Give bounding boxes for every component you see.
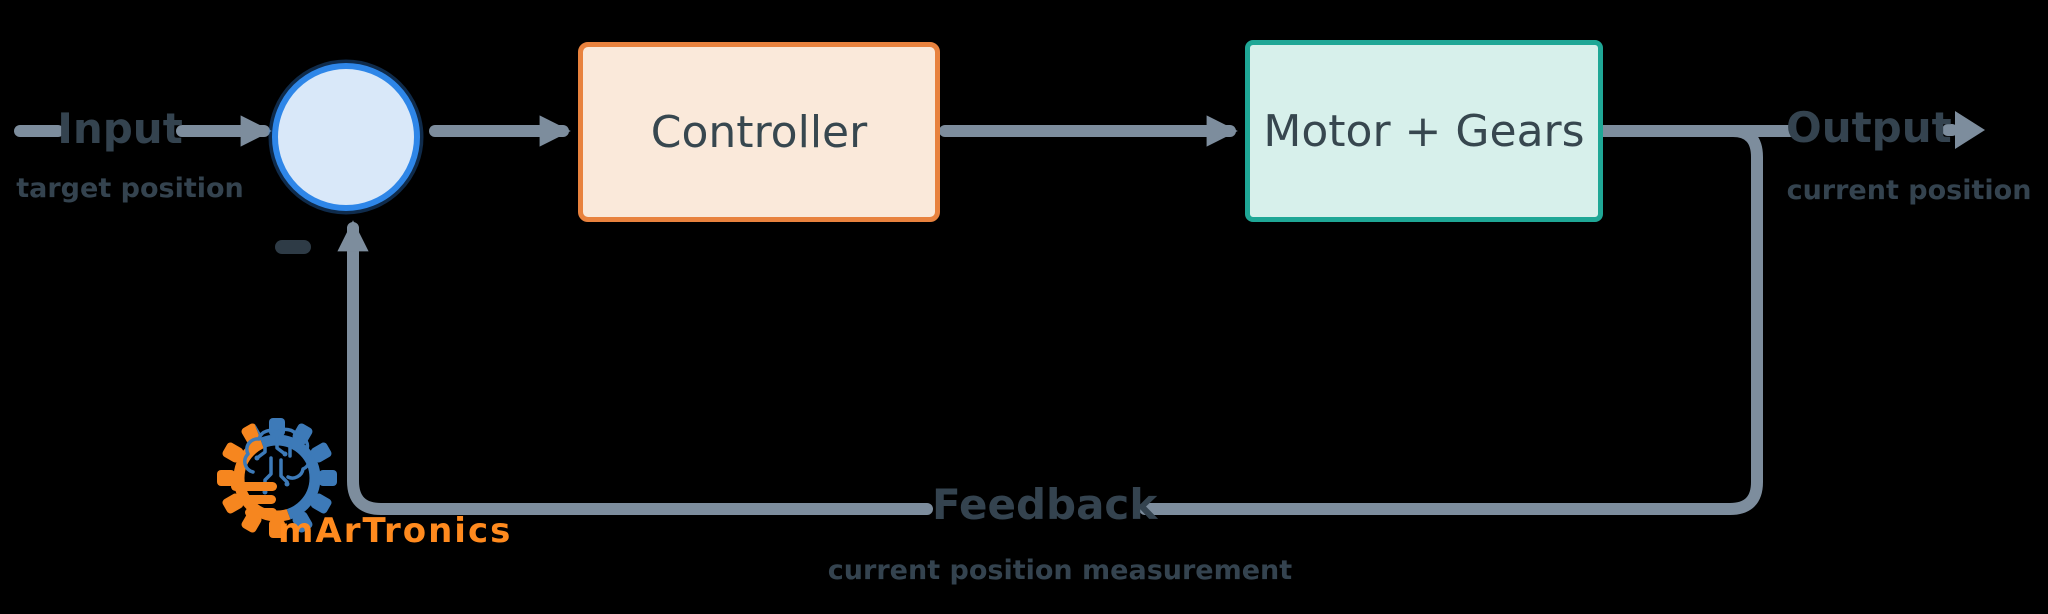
motor-gears-label: Motor + Gears <box>1263 105 1585 157</box>
feedback-label: Feedback <box>932 480 1158 529</box>
brain-circuit-icon <box>243 427 312 495</box>
summing-junction <box>268 59 424 215</box>
feedback-sublabel: current position measurement <box>827 555 1293 586</box>
feedback-line-right <box>1139 125 1763 515</box>
motor-gears-block: Motor + Gears <box>1245 40 1603 222</box>
output-sublabel: current position <box>1786 175 2032 206</box>
input-label: Input <box>57 104 183 153</box>
input-sublabel: target position <box>16 173 244 204</box>
controller-block: Controller <box>578 42 940 222</box>
logo-gear-brain-icon <box>205 398 355 548</box>
controller-label: Controller <box>650 106 868 158</box>
logo-bars-icon <box>231 482 277 517</box>
logo-text: mArTronics <box>278 511 513 551</box>
feedback-up-arrow <box>337 220 933 515</box>
output-arrow-icon <box>1942 111 1985 149</box>
minus-sign-icon <box>275 240 311 254</box>
output-label: Output <box>1786 103 1952 152</box>
